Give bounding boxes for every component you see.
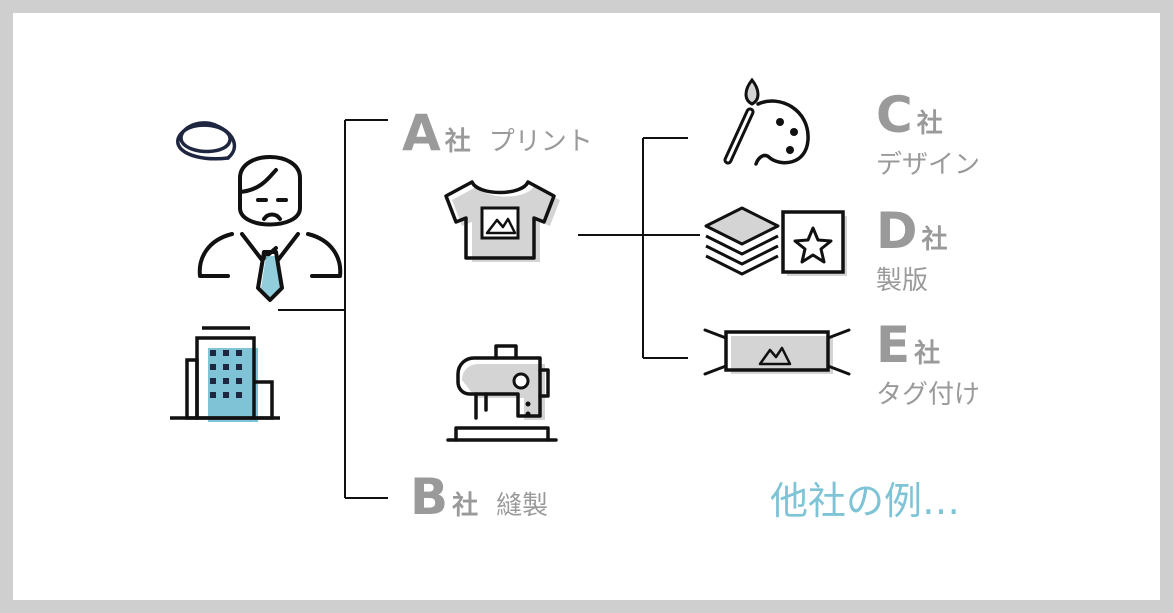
tshirt-icon bbox=[444, 180, 560, 262]
company-c-role: デザイン bbox=[876, 150, 981, 180]
company-c-letter: C bbox=[876, 86, 913, 144]
company-c-suffix: 社 bbox=[916, 109, 943, 139]
company-d-suffix: 社 bbox=[921, 225, 948, 255]
company-d-letter: D bbox=[876, 202, 918, 260]
company-a-letter: A bbox=[402, 104, 441, 162]
tag-label-icon bbox=[703, 328, 851, 376]
company-e-suffix: 社 bbox=[914, 339, 941, 369]
paint-palette-icon bbox=[723, 77, 810, 166]
company-e-role: タグ付け bbox=[876, 380, 981, 410]
sewing-machine-icon bbox=[446, 344, 558, 442]
company-a-role: プリント bbox=[488, 127, 593, 157]
company-e-letter: E bbox=[876, 316, 911, 374]
office-building-icon bbox=[170, 326, 280, 422]
company-b-suffix: 社 bbox=[452, 491, 479, 521]
connector-lines bbox=[278, 119, 700, 499]
other-companies-note: 他社の例… bbox=[770, 479, 961, 523]
company-a-suffix: 社 bbox=[444, 127, 471, 157]
confused-businessman-icon bbox=[176, 121, 343, 302]
company-b-letter: B bbox=[410, 468, 449, 526]
company-b-role: 縫製 bbox=[496, 491, 549, 521]
plate-stack-icon bbox=[704, 206, 847, 276]
company-d-role: 製版 bbox=[876, 266, 929, 296]
